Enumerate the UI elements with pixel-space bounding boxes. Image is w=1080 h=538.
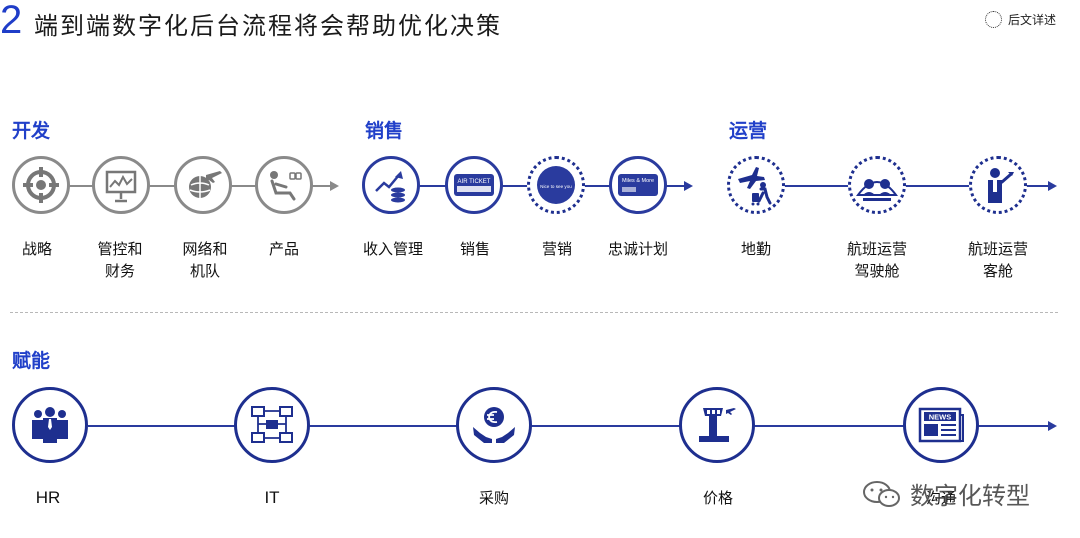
section-title-sales: 销售 [365, 120, 404, 142]
euro-hands-icon [456, 387, 532, 463]
news-text: NEWS [929, 413, 952, 422]
globe-plane-icon [174, 156, 232, 214]
operations-flow-arrow [1048, 181, 1057, 191]
label-loyalty-program: 忠诚计划 [607, 240, 669, 258]
enable-flow-arrow [1048, 421, 1057, 431]
label-sales: 销售 [459, 240, 491, 258]
section-title-operations: 运营 [729, 120, 768, 142]
label-pricing: 价格 [702, 489, 734, 507]
detail-reference: 后文详述 [984, 11, 1056, 28]
control-tower-icon [679, 387, 755, 463]
section-title-enable: 赋能 [12, 350, 51, 372]
label-procurement: 采购 [478, 489, 510, 507]
cabin-crew-icon [969, 156, 1027, 214]
develop-flow-arrow [330, 181, 339, 191]
watermark: 数字化转型 [862, 476, 1030, 511]
label-strategy: 战略 [21, 240, 53, 258]
page-title: 端到端数字化后台流程将会帮助优化决策 [34, 12, 502, 40]
target-icon [12, 156, 70, 214]
people-group-icon [12, 387, 88, 463]
section-title-develop: 开发 [12, 120, 51, 142]
label-control-finance: 管控和财务 [97, 240, 143, 280]
sales-flow-arrow [684, 181, 693, 191]
label-marketing: 营销 [541, 240, 573, 258]
label-it: IT [264, 488, 280, 507]
label-product: 产品 [268, 240, 300, 258]
label-ground-handling: 地勤 [740, 240, 772, 258]
miles-and-more-text: Miles & More [622, 178, 654, 184]
watermark-text: 数字化转型 [910, 482, 1030, 510]
cockpit-pilots-icon [848, 156, 906, 214]
section-divider [10, 312, 1058, 313]
enable-flow-line [88, 425, 1048, 427]
loyalty-card-icon: Miles & More [609, 156, 667, 214]
air-ticket-text: AIR TICKET [458, 179, 491, 185]
newspaper-icon: NEWS [903, 387, 979, 463]
label-network-fleet: 网络和机队 [182, 240, 228, 280]
wechat-icon [863, 480, 900, 507]
detail-reference-label: 后文详述 [1007, 13, 1056, 27]
label-hr: HR [35, 488, 61, 507]
nice-to-see-you-badge-icon: Nice to see you [527, 156, 585, 214]
label-communication: 沟通 [925, 489, 957, 507]
air-ticket-icon: AIR TICKET [445, 156, 503, 214]
nice-to-see-you-text: Nice to see you [540, 184, 572, 189]
label-flight-ops-cabin: 航班运营客舱 [967, 240, 1029, 280]
network-computers-icon [234, 387, 310, 463]
slide-number: 2 [0, 0, 23, 42]
dotted-circle-icon [984, 11, 1002, 28]
presentation-chart-icon [92, 156, 150, 214]
label-revenue-management: 收入管理 [362, 240, 424, 258]
revenue-growth-icon [362, 156, 420, 214]
passenger-seat-icon [255, 156, 313, 214]
ground-service-icon [727, 156, 785, 214]
label-flight-ops-cockpit: 航班运营驾驶舱 [846, 240, 908, 280]
